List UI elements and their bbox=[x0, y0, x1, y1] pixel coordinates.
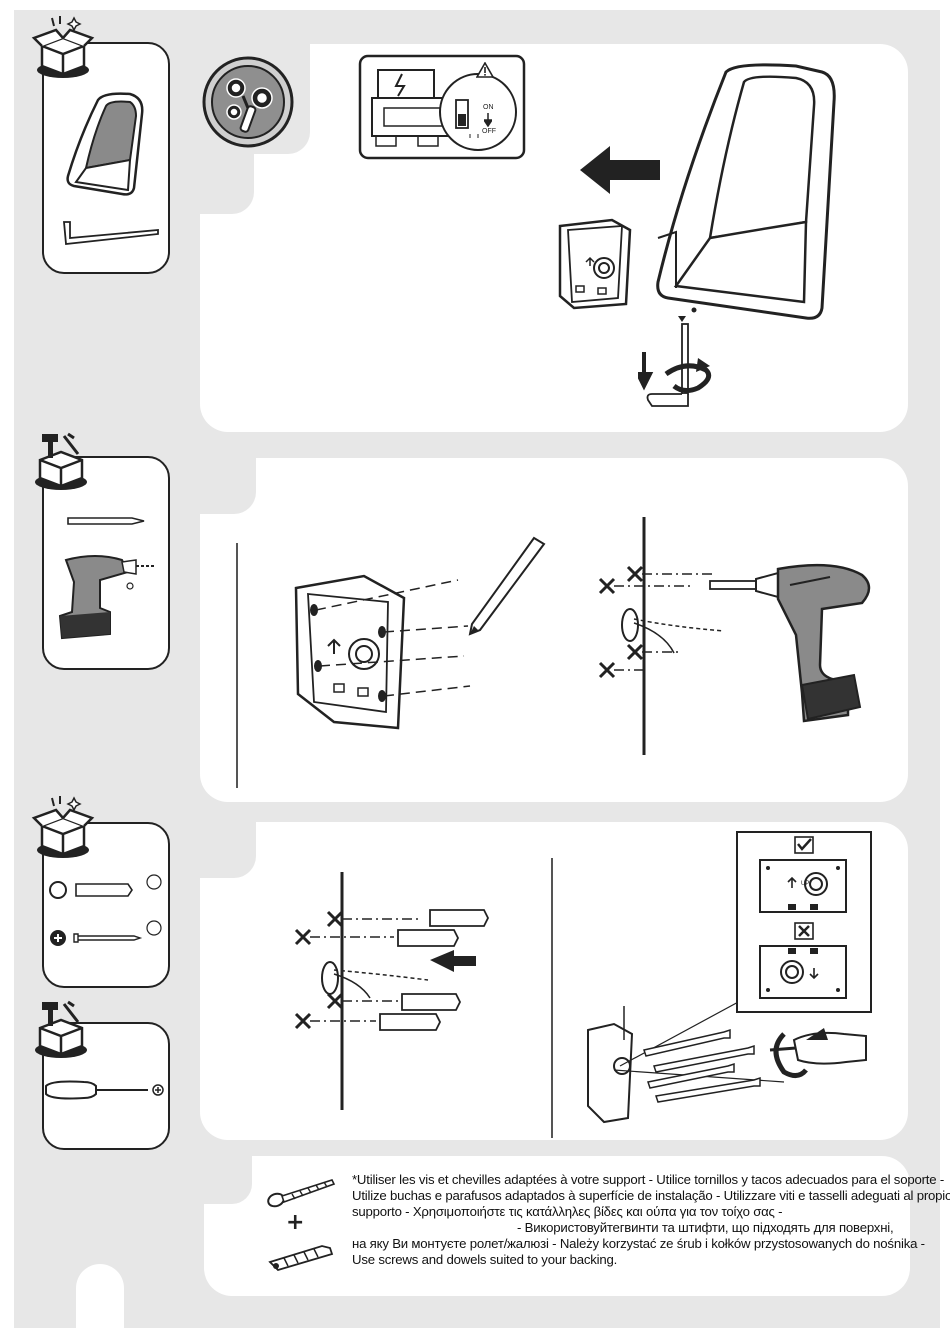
switch-on-label: ON bbox=[483, 104, 494, 111]
open-box-icon bbox=[30, 14, 96, 80]
step1-notch-inner bbox=[200, 154, 254, 214]
note-panel bbox=[204, 1156, 910, 1296]
warning-triangle-icon bbox=[476, 62, 494, 78]
pencil-thumbnail bbox=[66, 515, 146, 527]
switch-off-label: OFF bbox=[482, 128, 496, 135]
step3-notch bbox=[200, 822, 256, 878]
allen-key-thumbnail bbox=[58, 220, 162, 248]
page-tab bbox=[76, 1264, 124, 1334]
gears-screwdriver-icon bbox=[200, 54, 296, 150]
instruction-page: ON OFF bbox=[14, 10, 950, 1334]
sensor-housing-illustration bbox=[646, 62, 836, 324]
step2-notch bbox=[200, 458, 256, 514]
note-notch bbox=[204, 1156, 252, 1204]
open-box-icon bbox=[30, 794, 96, 860]
allen-key-rotate-illustration bbox=[638, 312, 718, 412]
note-line-5: на яку Ви монтуєте ролет/жалюзі - Należy… bbox=[352, 1236, 925, 1251]
note-line-6: Use screws and dowels suited to your bac… bbox=[352, 1252, 618, 1267]
up-label-correct: UP bbox=[801, 881, 810, 887]
cross-icon bbox=[794, 922, 814, 940]
step3-divider bbox=[551, 858, 553, 1138]
plus-sign: + bbox=[286, 1210, 305, 1235]
breaker-switch-illustration bbox=[358, 54, 526, 160]
note-line-2: Utilize buchas e parafusos adaptados à s… bbox=[352, 1188, 950, 1203]
marking-holes-illustration bbox=[294, 536, 554, 732]
screws-dowels-note: *Utiliser les vis et chevilles adaptées … bbox=[352, 1172, 950, 1268]
arrow-left-icon bbox=[580, 146, 662, 194]
inserting-dowels-illustration bbox=[290, 870, 490, 1112]
note-line-1: *Utiliser les vis et chevilles adaptées … bbox=[352, 1172, 945, 1187]
screw-icon bbox=[266, 1174, 338, 1210]
switch-down-arrow-icon bbox=[484, 113, 492, 127]
step2-divider bbox=[236, 543, 238, 788]
drilling-wall-illustration bbox=[594, 515, 884, 759]
screwing-plate-illustration bbox=[584, 1000, 874, 1130]
note-line-4: - Використовуйтегвинти та штифти, що під… bbox=[517, 1220, 894, 1235]
base-plate-illustration bbox=[556, 218, 636, 310]
screwdriver-thumbnail bbox=[44, 1078, 166, 1102]
plate-wrong-illustration bbox=[758, 944, 848, 1000]
drill-thumbnail bbox=[56, 550, 158, 642]
housing-thumbnail-illustration bbox=[64, 92, 146, 200]
plate-correct-illustration bbox=[758, 858, 848, 914]
dowel-icon bbox=[266, 1240, 338, 1274]
dowel-and-screw-thumbnails bbox=[48, 870, 164, 954]
toolbox-icon bbox=[28, 998, 94, 1060]
note-line-3: supporto - Χρησιμοποιήστε τις κατάλληλες… bbox=[352, 1204, 783, 1219]
toolbox-icon bbox=[28, 430, 94, 492]
check-icon bbox=[794, 836, 814, 854]
